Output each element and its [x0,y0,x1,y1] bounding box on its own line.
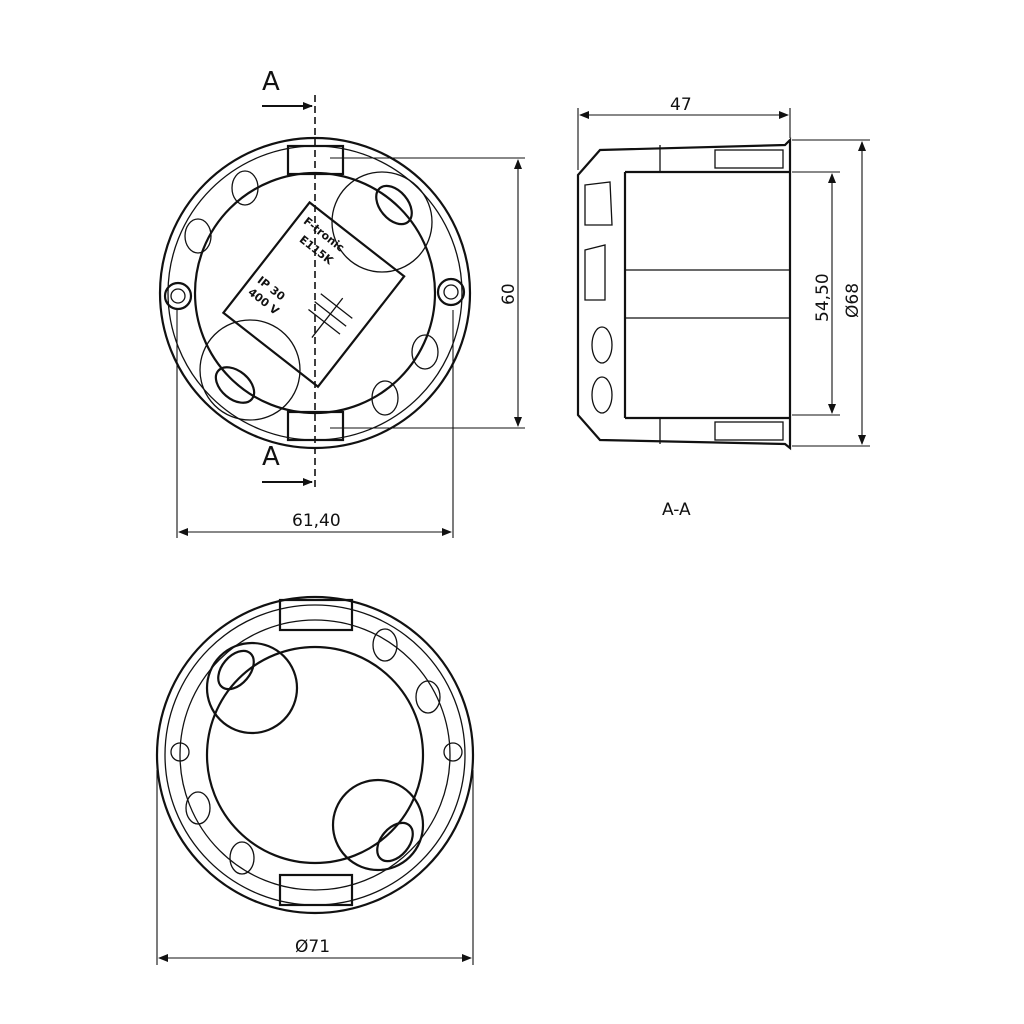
dim-section-depth: 47 [670,95,692,115]
product-label: F-tronic E115K IP 30 400 V [221,200,406,389]
section-title: A-A [662,500,691,520]
bottom-view: Ø71 [155,595,475,965]
section-view: 47 54,50 Ø68 A-A [576,95,870,520]
dim-section-outer: Ø68 [843,283,863,318]
screw-hole-icon [170,742,463,762]
knockout-holes [184,170,439,421]
dim-top-height: 60 [499,283,519,305]
dim-top-width: 61,40 [292,511,341,531]
top-view: F-tronic E115K IP 30 400 V A A 60 61,40 [158,67,525,538]
knockout-holes [185,628,441,875]
dim-section-inner: 54,50 [813,273,833,322]
screw-icon [163,277,466,311]
section-mark-top: A [262,67,280,97]
dim-bottom-diameter: Ø71 [295,937,330,957]
section-mark-bottom: A [262,442,280,472]
